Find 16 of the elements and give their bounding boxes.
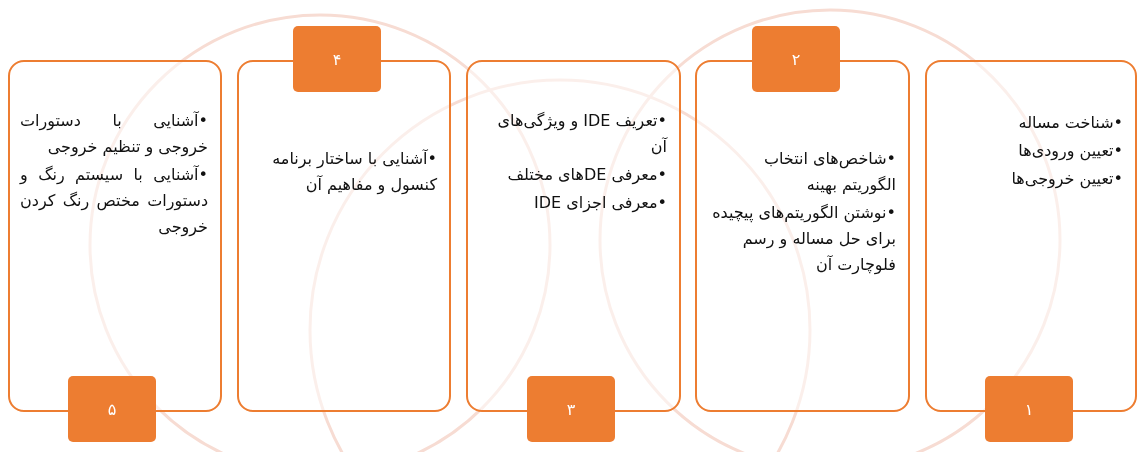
bullet-item: •نوشتن الگوریتم‌های پیچیده برای حل مساله و رسم فلوچارت آن — [711, 202, 896, 277]
number-tab: ۱ — [985, 376, 1073, 442]
bullet-item: •شناخت مساله — [1017, 112, 1123, 134]
number-tab: ۴ — [293, 26, 381, 92]
number-tab: ۳ — [527, 376, 615, 442]
bullet-item: •تعیین خروجی‌ها — [1010, 168, 1123, 191]
bullet-item: •آشنایی با دستورات خروجی و تنظیم خروجی — [20, 110, 208, 159]
bullet-item: •تعیین ورودی‌ها — [1017, 140, 1123, 163]
bullet-item: •آشنایی با ساختار برنامه کنسول و مفاهیم آن — [271, 148, 437, 197]
bullet-item: •تعریف IDE و ویژگی‌های آن — [496, 110, 667, 158]
number-tab: ۵ — [68, 376, 156, 442]
bullet-item: •معرفی اجزای IDE — [533, 192, 667, 215]
bullet-item: •شاخص‌های انتخاب الگوریتم بهینه — [762, 148, 896, 197]
bullet-item: •آشنایی با سیستم رنگ و دستورات مختص رنگ کردن خروجی — [20, 164, 208, 239]
bullet-item: •معرفی DEهای مختلف — [506, 164, 667, 187]
number-tab: ۲ — [752, 26, 840, 92]
